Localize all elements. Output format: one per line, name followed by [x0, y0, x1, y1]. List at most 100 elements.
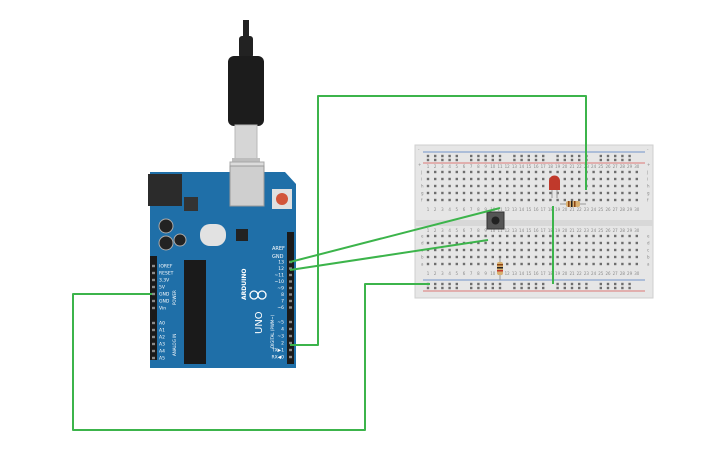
breadboard-hole[interactable]: [614, 248, 617, 252]
breadboard-hole[interactable]: [462, 177, 466, 181]
led-red[interactable]: [549, 175, 560, 199]
rail-hole[interactable]: [448, 286, 451, 290]
rail-hole[interactable]: [621, 282, 624, 286]
breadboard-hole[interactable]: [585, 262, 588, 266]
breadboard-hole[interactable]: [520, 262, 523, 266]
resistor-pulldown[interactable]: [497, 258, 503, 280]
header-pin[interactable]: [152, 335, 155, 339]
breadboard-hole[interactable]: [578, 191, 581, 195]
breadboard-hole[interactable]: [570, 248, 574, 252]
breadboard-hole[interactable]: [491, 241, 494, 245]
breadboard-hole[interactable]: [585, 198, 588, 202]
breadboard-hole[interactable]: [448, 177, 451, 181]
breadboard-hole[interactable]: [614, 191, 617, 195]
breadboard-hole[interactable]: [570, 262, 574, 266]
breadboard-hole[interactable]: [441, 170, 444, 174]
rail-hole[interactable]: [578, 286, 581, 290]
rail-hole[interactable]: [534, 158, 538, 162]
rail-hole[interactable]: [570, 286, 574, 290]
breadboard-hole[interactable]: [470, 177, 473, 181]
breadboard-hole[interactable]: [441, 248, 444, 252]
breadboard-hole[interactable]: [592, 170, 595, 174]
breadboard-hole[interactable]: [491, 248, 494, 252]
rail-hole[interactable]: [563, 282, 566, 286]
breadboard-hole[interactable]: [527, 234, 530, 238]
rail-hole[interactable]: [513, 286, 516, 290]
breadboard-hole[interactable]: [585, 248, 588, 252]
breadboard-hole[interactable]: [635, 198, 638, 202]
breadboard-hole[interactable]: [462, 198, 466, 202]
breadboard-hole[interactable]: [570, 255, 574, 259]
breadboard-hole[interactable]: [448, 262, 451, 266]
breadboard-hole[interactable]: [477, 184, 480, 188]
breadboard-hole[interactable]: [506, 248, 509, 252]
rail-hole[interactable]: [527, 154, 530, 158]
rail-hole[interactable]: [441, 158, 444, 162]
breadboard-hole[interactable]: [621, 170, 624, 174]
rail-hole[interactable]: [556, 286, 559, 290]
breadboard-hole[interactable]: [534, 241, 538, 245]
breadboard-hole[interactable]: [484, 234, 487, 238]
rail-hole[interactable]: [484, 158, 487, 162]
breadboard-hole[interactable]: [506, 177, 509, 181]
breadboard-hole[interactable]: [484, 241, 487, 245]
breadboard-hole[interactable]: [462, 255, 466, 259]
rail-hole[interactable]: [542, 286, 545, 290]
rail-hole[interactable]: [614, 158, 617, 162]
digital-pin[interactable]: [289, 273, 292, 277]
breadboard-hole[interactable]: [477, 177, 480, 181]
breadboard-hole[interactable]: [513, 234, 516, 238]
breadboard-hole[interactable]: [441, 198, 444, 202]
breadboard-hole[interactable]: [470, 198, 473, 202]
rail-hole[interactable]: [520, 154, 523, 158]
breadboard-hole[interactable]: [542, 198, 545, 202]
rail-hole[interactable]: [491, 282, 494, 286]
breadboard-hole[interactable]: [477, 198, 480, 202]
rail-hole[interactable]: [470, 154, 473, 158]
breadboard-hole[interactable]: [578, 241, 581, 245]
breadboard-hole[interactable]: [556, 262, 559, 266]
breadboard-hole[interactable]: [513, 191, 516, 195]
breadboard-hole[interactable]: [621, 184, 624, 188]
breadboard-hole[interactable]: [441, 262, 444, 266]
breadboard-hole[interactable]: [434, 241, 437, 245]
rail-hole[interactable]: [542, 158, 545, 162]
breadboard-hole[interactable]: [542, 234, 545, 238]
breadboard-hole[interactable]: [455, 255, 458, 259]
rail-hole[interactable]: [455, 158, 458, 162]
breadboard-hole[interactable]: [470, 248, 473, 252]
breadboard-hole[interactable]: [477, 191, 480, 195]
breadboard-hole[interactable]: [434, 170, 437, 174]
rail-hole[interactable]: [448, 282, 451, 286]
rail-hole[interactable]: [498, 154, 502, 158]
breadboard-hole[interactable]: [448, 184, 451, 188]
digital-pin[interactable]: [289, 327, 292, 331]
breadboard-hole[interactable]: [426, 255, 430, 259]
breadboard-hole[interactable]: [434, 191, 437, 195]
breadboard-hole[interactable]: [578, 170, 581, 174]
breadboard-hole[interactable]: [426, 170, 430, 174]
breadboard-hole[interactable]: [614, 262, 617, 266]
header-pin[interactable]: [152, 299, 155, 303]
breadboard-hole[interactable]: [448, 191, 451, 195]
breadboard-hole[interactable]: [513, 184, 516, 188]
breadboard-hole[interactable]: [462, 262, 466, 266]
breadboard-hole[interactable]: [520, 170, 523, 174]
breadboard-hole[interactable]: [534, 255, 538, 259]
breadboard-hole[interactable]: [441, 177, 444, 181]
rail-hole[interactable]: [527, 286, 530, 290]
rail-hole[interactable]: [498, 286, 502, 290]
rail-hole[interactable]: [527, 158, 530, 162]
breadboard-hole[interactable]: [527, 198, 530, 202]
breadboard-hole[interactable]: [506, 170, 509, 174]
breadboard-hole[interactable]: [556, 248, 559, 252]
rail-hole[interactable]: [599, 286, 602, 290]
rail-hole[interactable]: [441, 286, 444, 290]
breadboard-hole[interactable]: [549, 198, 552, 202]
breadboard-hole[interactable]: [484, 191, 487, 195]
breadboard-hole[interactable]: [477, 170, 480, 174]
arduino-uno-board[interactable]: AREF GND 1312~11~10~987~6~54~32TX▶1RX◀0 …: [148, 165, 296, 368]
breadboard-hole[interactable]: [498, 177, 502, 181]
rail-hole[interactable]: [621, 158, 624, 162]
breadboard-hole[interactable]: [606, 241, 610, 245]
